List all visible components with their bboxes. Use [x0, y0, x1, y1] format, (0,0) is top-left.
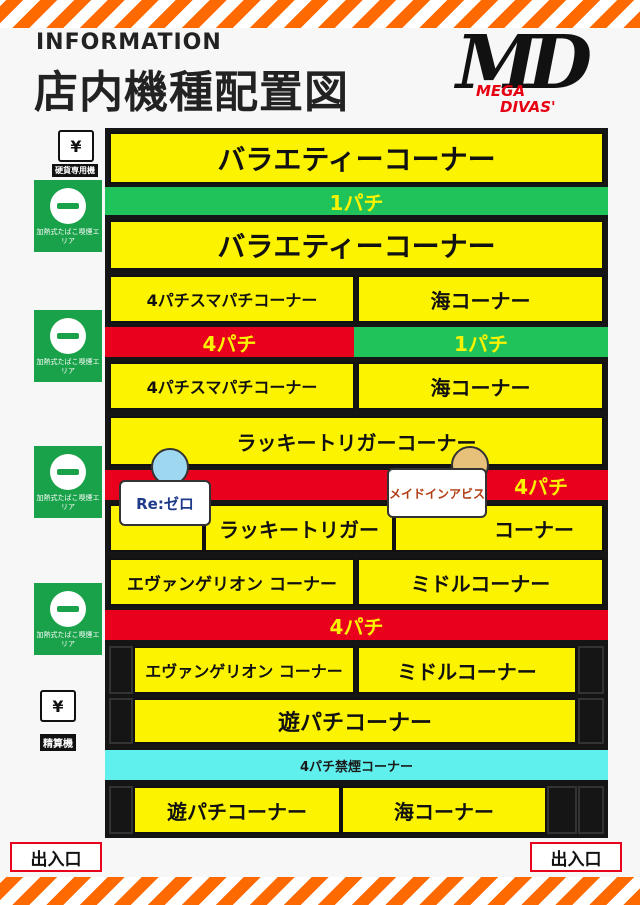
smoking-area-label: 加熱式たばこ喫煙エリア [36, 228, 100, 245]
top-hazard-stripe [0, 0, 640, 28]
lucky-trigger-corner-label[interactable]: コーナー [394, 504, 604, 552]
black-side-block-mid-3 [547, 786, 577, 834]
exit-right[interactable]: 出入口 [530, 842, 622, 872]
umi-corner-b[interactable]: 海コーナー [357, 362, 604, 410]
rezero-machine-badge: Re:ゼロ [119, 480, 211, 526]
umi-corner-c[interactable]: 海コーナー [341, 786, 547, 834]
evangelion-corner-a[interactable]: エヴァンゲリオン コーナー [109, 558, 355, 606]
smoking-area-1: 加熱式たばこ喫煙エリア [34, 180, 102, 252]
black-side-block-right [578, 646, 604, 694]
page-title: 店内機種配置図 [34, 67, 349, 118]
madeinabyss-machine-badge: メイドインアビス [387, 468, 487, 518]
four-pachi-nosmoking-band: 4パチ禁煙コーナー [105, 750, 608, 780]
asobi-pachi-corner-b[interactable]: 遊パチコーナー [133, 786, 341, 834]
heated-tobacco-icon [50, 318, 86, 354]
black-side-block-left-3 [109, 786, 133, 834]
variety-corner-top[interactable]: バラエティーコーナー [109, 132, 604, 184]
settlement-machine-label: 精算機 [40, 734, 76, 751]
black-side-block-left-2 [109, 698, 133, 744]
variety-corner-second[interactable]: バラエティーコーナー [109, 220, 604, 270]
black-side-block-left [109, 646, 133, 694]
one-pachi-band: 1パチ [105, 187, 608, 215]
smoking-area-label: 加熱式たばこ喫煙エリア [36, 631, 100, 648]
umi-corner-a[interactable]: 海コーナー [357, 275, 604, 323]
middle-corner-a[interactable]: ミドルコーナー [357, 558, 604, 606]
exit-left[interactable]: 出入口 [10, 842, 102, 872]
middle-corner-b[interactable]: ミドルコーナー [357, 646, 577, 694]
card-prepaid-icon: ¥ [58, 130, 94, 162]
title-english: INFORMATION [36, 30, 222, 55]
four-pachi-smapachi-corner-b[interactable]: 4パチスマパチコーナー [109, 362, 355, 410]
smoking-area-2: 加熱式たばこ喫煙エリア [34, 310, 102, 382]
black-side-block-right-2 [578, 698, 604, 744]
four-pachi-smapachi-corner-a[interactable]: 4パチスマパチコーナー [109, 275, 355, 323]
floor-map: バラエティーコーナー 1パチ バラエティーコーナー 4パチスマパチコーナー 海コ… [105, 128, 608, 838]
prepaid-machine-label: 硬貨専用機 [52, 164, 98, 177]
heated-tobacco-icon [50, 591, 86, 627]
four-pachi-band-eva: 4パチ [105, 610, 608, 640]
four-pachi-band-left: 4パチ [105, 327, 354, 357]
logo-divas: DIVAS' [500, 98, 556, 116]
logo-md: MD [456, 20, 592, 106]
logo-mega: MEGA [476, 82, 526, 100]
lucky-trigger-corner[interactable]: ラッキートリガーコーナー [109, 416, 604, 466]
lucky-trigger-label[interactable]: ラッキートリガー [204, 504, 394, 552]
smoking-area-label: 加熱式たばこ喫煙エリア [36, 494, 100, 511]
smoking-area-3: 加熱式たばこ喫煙エリア [34, 446, 102, 518]
settlement-card-icon: ¥ [40, 690, 76, 722]
evangelion-corner-b[interactable]: エヴァンゲリオン コーナー [133, 646, 355, 694]
mega-divas-logo: MD MEGA DIVAS' [456, 20, 606, 116]
smoking-area-4: 加熱式たばこ喫煙エリア [34, 583, 102, 655]
smoking-area-label: 加熱式たばこ喫煙エリア [36, 358, 100, 375]
heated-tobacco-icon [50, 188, 86, 224]
one-pachi-band-right: 1パチ [354, 327, 608, 357]
asobi-pachi-corner-a[interactable]: 遊パチコーナー [133, 698, 577, 744]
heated-tobacco-icon [50, 454, 86, 490]
black-side-block-right-3 [578, 786, 604, 834]
bottom-hazard-stripe [0, 877, 640, 905]
